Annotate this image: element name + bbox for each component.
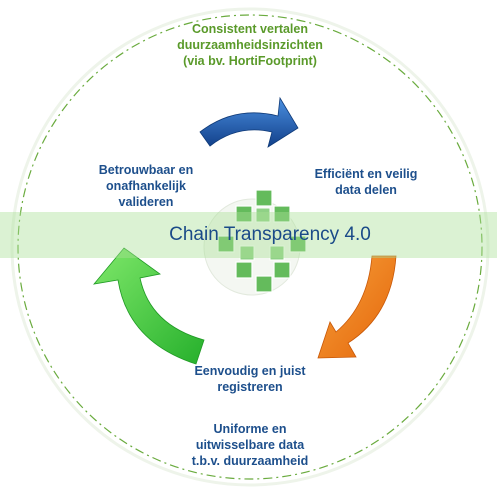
outer-cycle-ring: [17, 14, 483, 480]
label-line: Eenvoudig en juist: [194, 364, 306, 378]
cycle-halo: [10, 7, 490, 487]
label-line: onafhankelijk: [106, 179, 186, 193]
label-line: Consistent vertalen: [191, 22, 308, 36]
label-line: (via bv. HortiFootprint): [183, 54, 317, 68]
label-share-data: Efficiënt en veilig data delen: [296, 166, 436, 198]
label-consistent-translate: Consistent vertalen duurzaamheidsinzicht…: [130, 21, 370, 69]
label-line: valideren: [118, 195, 174, 209]
diagram-title: Chain Transparency 4.0: [169, 224, 371, 245]
label-line: data delen: [335, 183, 397, 197]
blue-arrow: [199, 96, 299, 148]
label-line: Efficiënt en veilig: [314, 167, 418, 181]
label-line: duurzaamheidsinzichten: [177, 38, 323, 52]
title-banner: [0, 212, 497, 258]
label-line: uitwisselbare data: [195, 438, 305, 452]
cube-cluster-icon: [203, 189, 307, 296]
orange-arrow: [317, 255, 397, 359]
label-uniform-data: Uniforme en uitwisselbare data t.b.v. du…: [160, 421, 340, 469]
label-line: t.b.v. duurzaamheid: [191, 454, 309, 468]
label-validate: Betrouwbaar en onafhankelijk valideren: [66, 162, 226, 210]
green-arrow: [93, 247, 205, 365]
label-line: registreren: [217, 380, 283, 394]
label-line: Betrouwbaar en: [98, 163, 194, 177]
label-line: Uniforme en: [213, 422, 287, 436]
label-register: Eenvoudig en juist registreren: [170, 363, 330, 395]
